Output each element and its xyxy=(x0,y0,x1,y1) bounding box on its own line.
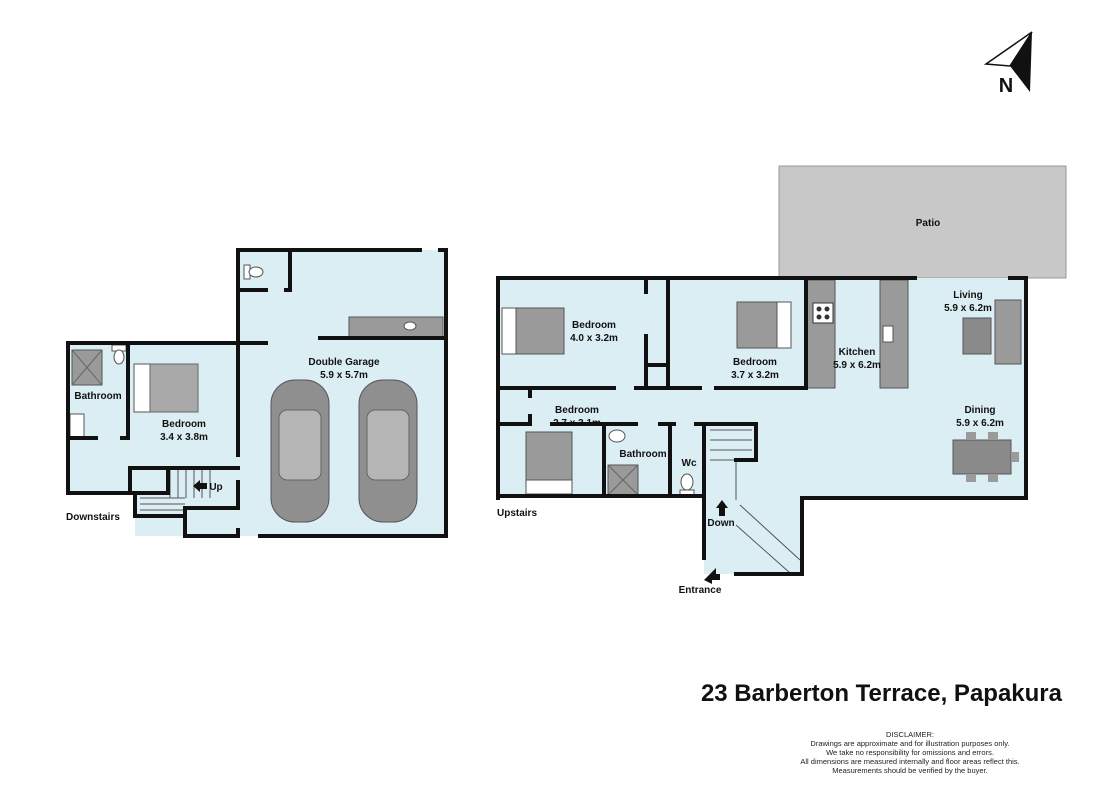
downstairs-plan: Bathroom Bedroom 3.4 x 3.8m Double Garag… xyxy=(66,248,448,538)
stairs-icon xyxy=(140,470,211,511)
sink-icon xyxy=(403,321,417,331)
dining-name: Dining xyxy=(964,405,995,416)
toilet-icon xyxy=(111,344,127,365)
north-arrow-icon: N xyxy=(983,31,1033,97)
car-icon xyxy=(270,379,330,523)
bedroom2-dims: 3.7 x 3.2m xyxy=(731,370,779,381)
upstairs-stairs-label: Down xyxy=(707,518,734,529)
bedroom2-name: Bedroom xyxy=(733,357,777,368)
car-icon xyxy=(358,379,418,523)
compass-label: N xyxy=(999,75,1013,97)
wc-label: Wc xyxy=(682,458,697,469)
patio-label: Patio xyxy=(916,218,940,229)
downstairs-bathroom-label: Bathroom xyxy=(74,391,121,402)
bed-icon xyxy=(501,307,565,355)
living-dims: 5.9 x 6.2m xyxy=(944,303,992,314)
toilet-icon xyxy=(243,264,264,280)
downstairs-bedroom-name: Bedroom xyxy=(162,419,206,430)
disclaimer-line: Drawings are approximate and for illustr… xyxy=(810,739,1010,748)
disclaimer: DISCLAIMER: Drawings are approximate and… xyxy=(760,730,1060,775)
property-address: 23 Barberton Terrace, Papakura xyxy=(700,680,1062,707)
entrance-label: Entrance xyxy=(679,585,722,596)
bedroom3-name: Bedroom xyxy=(555,405,599,416)
dining-table-icon xyxy=(952,432,1019,482)
kitchen-bench xyxy=(806,279,836,389)
bedroom1-dims: 4.0 x 3.2m xyxy=(570,333,618,344)
disclaimer-line: All dimensions are measured internally a… xyxy=(800,757,1020,766)
bedroom3-dims: 2.7 x 3.1m xyxy=(553,418,601,429)
upstairs-plan: Patio xyxy=(496,165,1067,596)
bed-icon xyxy=(133,363,199,413)
kitchen-name: Kitchen xyxy=(839,347,876,358)
toilet-icon xyxy=(679,473,695,496)
garage-name: Double Garage xyxy=(308,357,380,368)
bed-icon xyxy=(525,431,573,495)
patio xyxy=(778,165,1067,279)
disclaimer-line: We take no responsibility for omissions … xyxy=(826,748,994,757)
coffee-table-icon xyxy=(962,317,992,355)
stairs-icon xyxy=(710,429,801,574)
sofa-icon xyxy=(994,299,1022,365)
vanity-icon xyxy=(69,413,85,439)
entrance-arrow-icon xyxy=(704,568,720,584)
upstairs-caption: Upstairs xyxy=(497,508,537,519)
bed-icon xyxy=(736,301,792,349)
downstairs-caption: Downstairs xyxy=(66,512,120,523)
cooktop-icon xyxy=(812,302,834,324)
basin-icon xyxy=(608,429,626,443)
garage-dims: 5.9 x 5.7m xyxy=(320,370,368,381)
living-name: Living xyxy=(953,290,982,301)
sink-icon xyxy=(882,325,894,343)
kitchen-dims: 5.9 x 6.2m xyxy=(833,360,881,371)
disclaimer-title: DISCLAIMER: xyxy=(886,730,934,739)
downstairs-bedroom-dims: 3.4 x 3.8m xyxy=(160,432,208,443)
downstairs-stairs-label: Up xyxy=(209,482,222,493)
dining-dims: 5.9 x 6.2m xyxy=(956,418,1004,429)
upstairs-bathroom-label: Bathroom xyxy=(619,449,666,460)
disclaimer-line: Measurements should be verified by the b… xyxy=(832,766,988,775)
garage-bench xyxy=(348,316,444,339)
bedroom1-name: Bedroom xyxy=(572,320,616,331)
